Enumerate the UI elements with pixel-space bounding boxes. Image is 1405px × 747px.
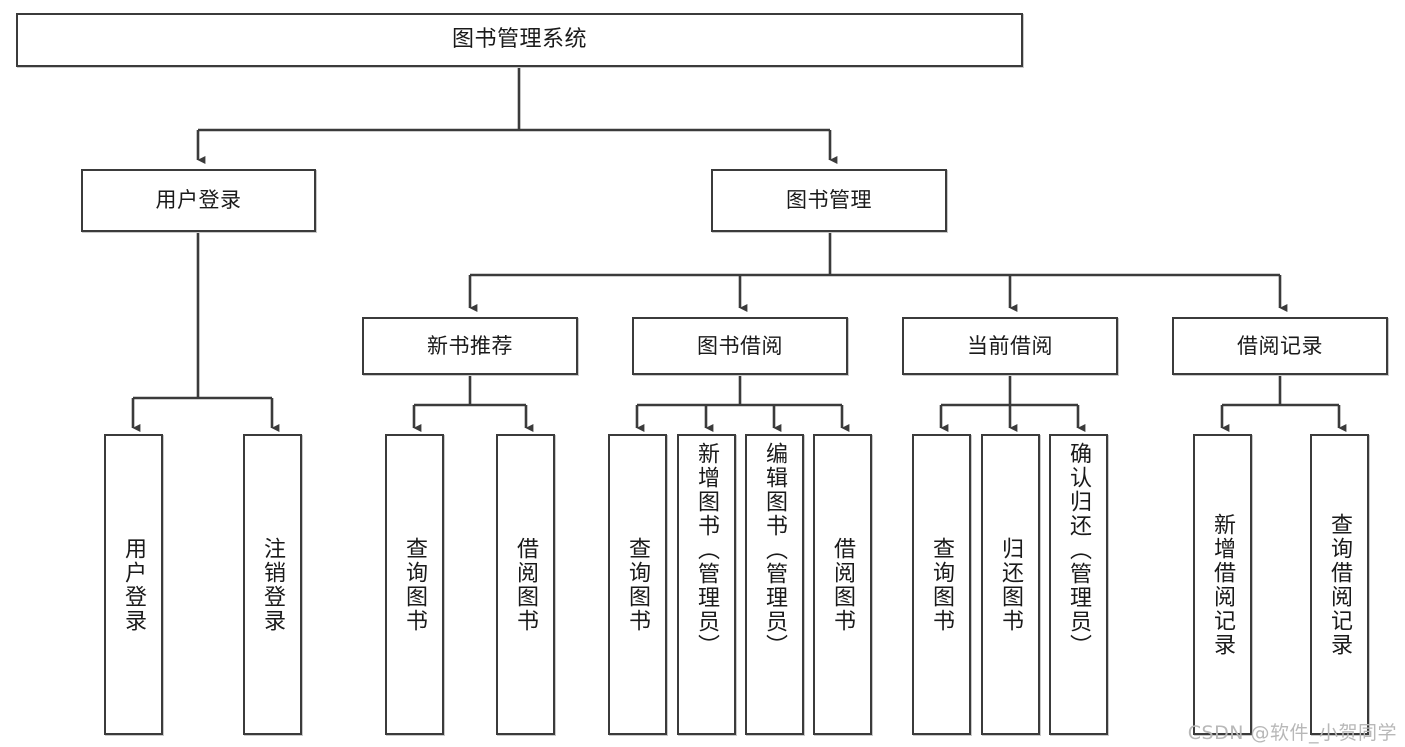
leaf-borrow-book[interactable]: 借阅图书 [813,434,872,735]
node-label: 用户登录 [121,536,147,633]
node-label: 图书借阅 [697,333,783,358]
node-label: 查询图书 [625,536,651,633]
node-current-borrow[interactable]: 当前借阅 [902,317,1118,375]
node-book-management-system[interactable]: 图书管理系统 [16,13,1023,67]
leaf-borrow-book-recommend[interactable]: 借阅图书 [496,434,555,735]
node-label: 图书管理 [786,188,872,213]
leaf-query-book-borrow[interactable]: 查询图书 [608,434,667,735]
leaf-add-borrow-record[interactable]: 新增借阅记录 [1193,434,1252,735]
leaf-user-login[interactable]: 用户登录 [104,434,163,735]
node-label: 查询图书 [402,536,428,633]
node-label: 图书管理系统 [451,27,587,53]
node-label: 借阅图书 [513,536,539,633]
node-label: 当前借阅 [967,333,1053,358]
node-book-borrow[interactable]: 图书借阅 [632,317,848,375]
node-label: 归还图书 [998,536,1024,633]
leaf-return-book[interactable]: 归还图书 [981,434,1040,735]
node-label: 确认归还（管理员） [1066,442,1092,658]
leaf-edit-book-admin[interactable]: 编辑图书（管理员） [745,434,804,735]
node-book-management[interactable]: 图书管理 [711,169,947,232]
node-label: 新书推荐 [427,333,513,358]
leaf-query-borrow-record[interactable]: 查询借阅记录 [1310,434,1369,735]
node-user-login[interactable]: 用户登录 [81,169,316,232]
node-label: 借阅记录 [1237,333,1323,358]
node-new-book-recommend[interactable]: 新书推荐 [362,317,578,375]
node-label: 借阅图书 [830,536,856,633]
node-label: 查询借阅记录 [1327,512,1353,657]
leaf-confirm-return-admin[interactable]: 确认归还（管理员） [1049,434,1108,735]
node-label: 新增借阅记录 [1210,512,1236,657]
node-label: 查询图书 [929,536,955,633]
leaf-query-book-current[interactable]: 查询图书 [912,434,971,735]
leaf-query-book-recommend[interactable]: 查询图书 [385,434,444,735]
node-label: 新增图书（管理员） [694,442,720,658]
node-label: 编辑图书（管理员） [762,442,788,658]
node-label: 用户登录 [155,188,242,213]
leaf-logout[interactable]: 注销登录 [243,434,302,735]
leaf-add-book-admin[interactable]: 新增图书（管理员） [677,434,736,735]
node-label: 注销登录 [260,536,286,633]
watermark-text: CSDN @软件_小贺同学 [1187,722,1397,744]
node-borrow-records[interactable]: 借阅记录 [1172,317,1388,375]
